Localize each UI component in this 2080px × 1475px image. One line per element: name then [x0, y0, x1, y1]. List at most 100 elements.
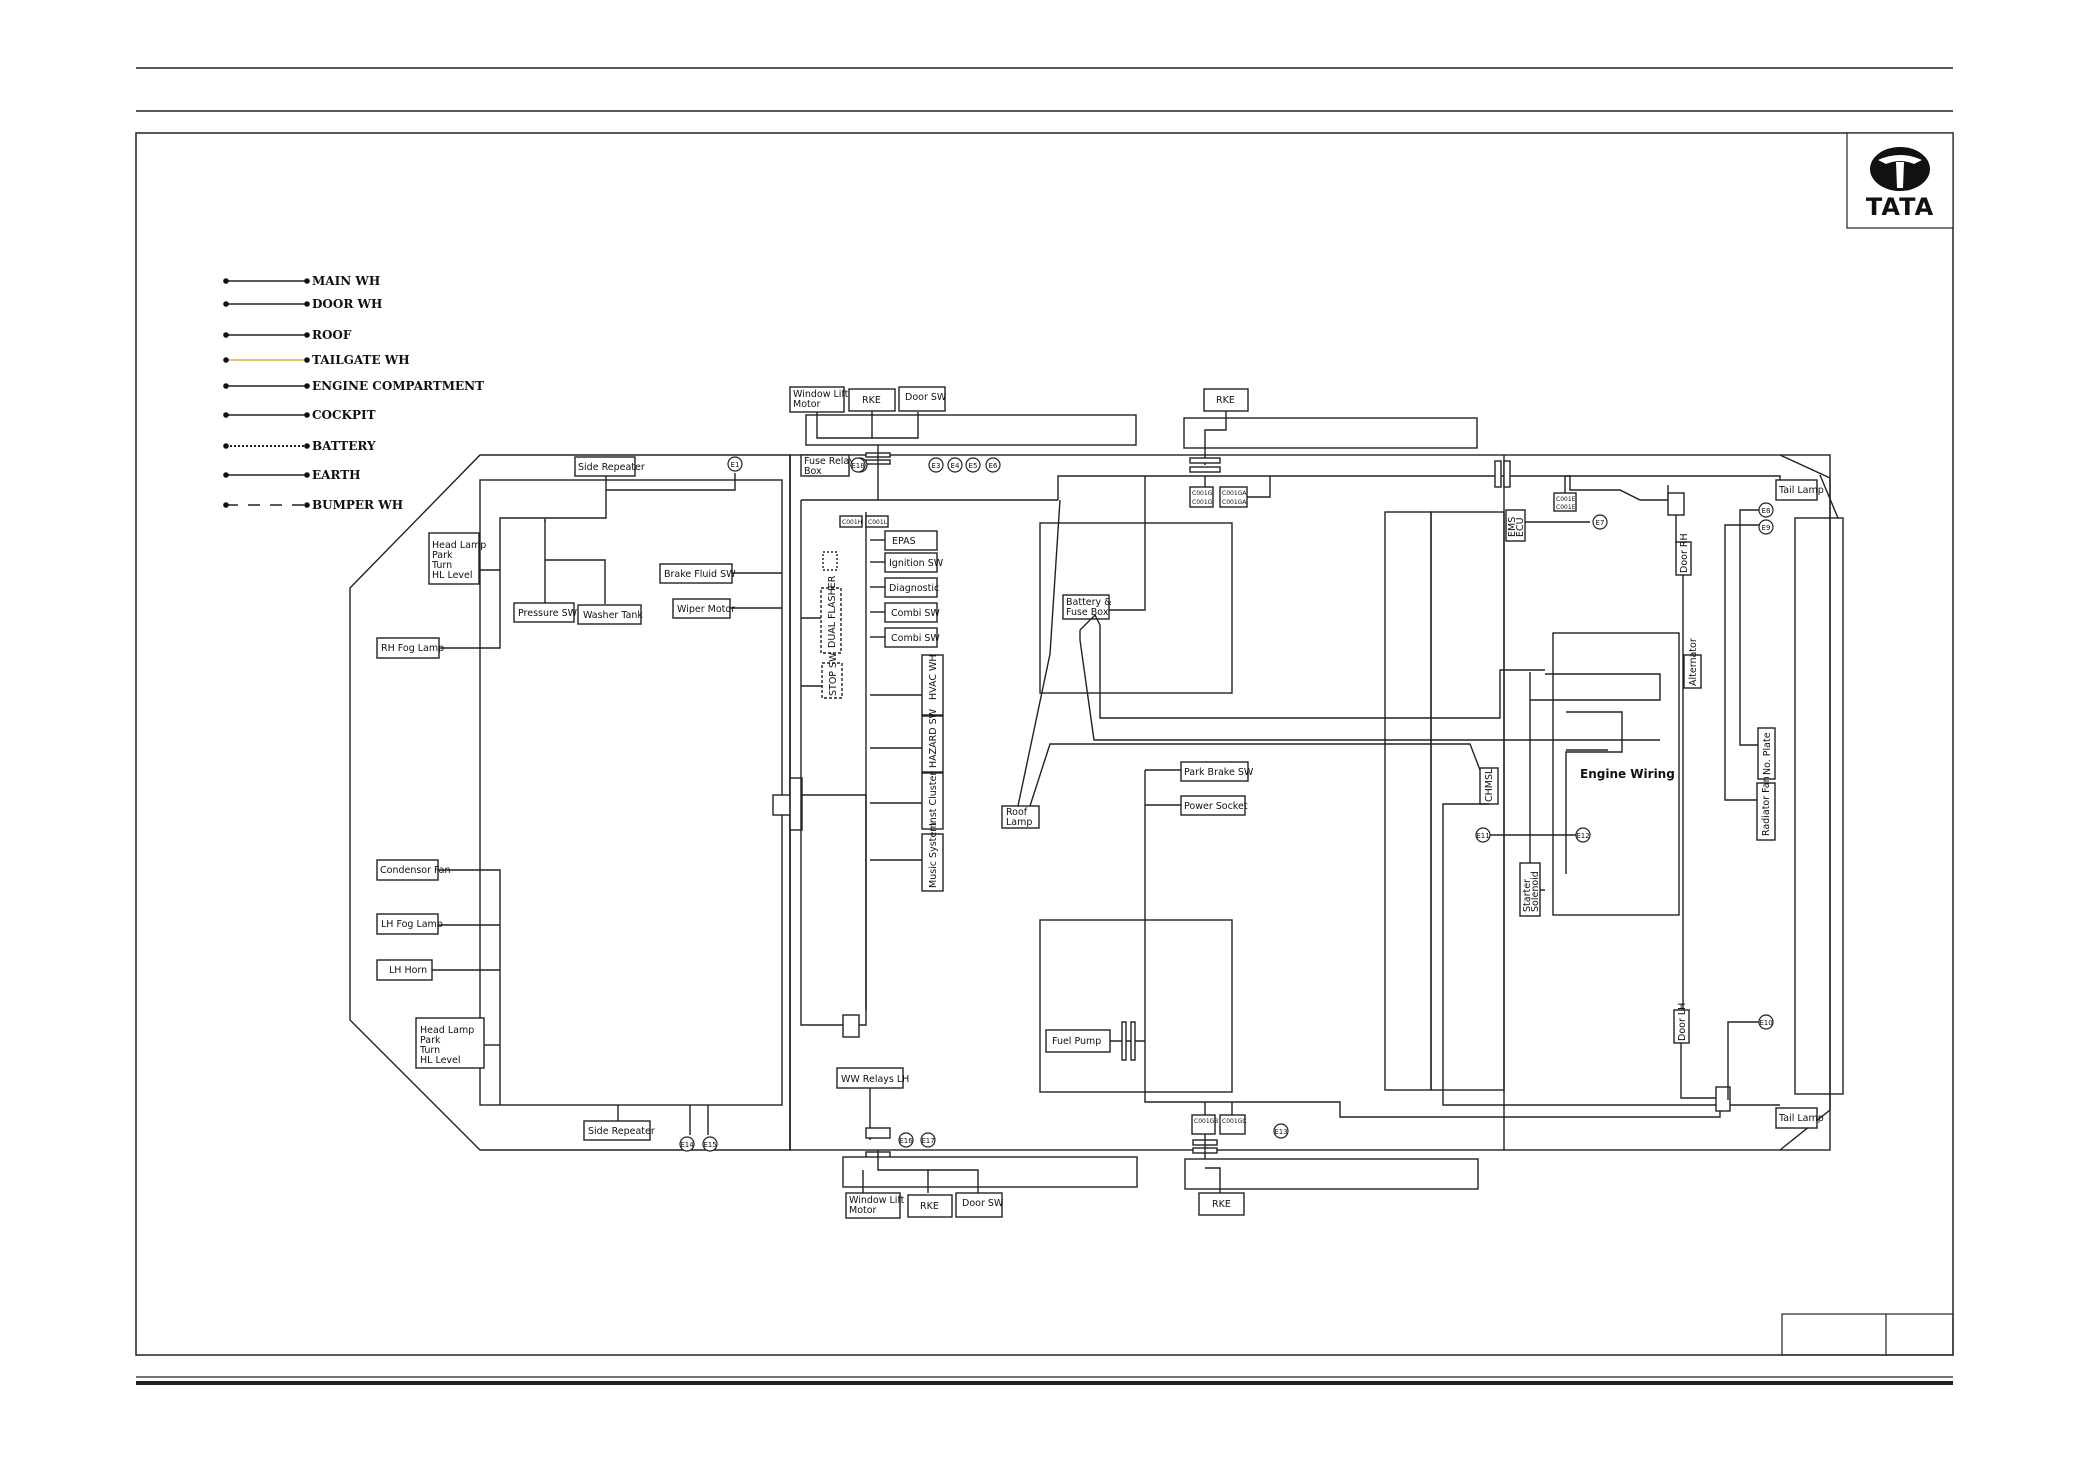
earth-point [1758, 1014, 1774, 1030]
music-system: Music System [921, 823, 944, 892]
svg-text:Engine Wiring: Engine Wiring [1580, 767, 1675, 781]
svg-text:LH Fog Lamp: LH Fog Lamp [381, 919, 443, 930]
earth-point-label: E15 [703, 1141, 716, 1149]
earth-point [965, 457, 981, 473]
earth-point-label: E6 [989, 462, 998, 470]
ww-relays-lh: WW Relays LH [836, 1067, 909, 1089]
svg-text:Condensor Fan: Condensor Fan [380, 865, 451, 876]
window-lift-motor-top: Window Lift Motor [789, 386, 849, 413]
legend-label: ENGINE COMPARTMENT [312, 379, 484, 393]
epas: EPAS [884, 530, 938, 551]
drawing-frame [135, 132, 1954, 1356]
svg-text:Alternator: Alternator [1688, 638, 1699, 686]
svg-text:Motor: Motor [793, 399, 821, 410]
earth-point [702, 1136, 718, 1152]
rh-fog-lamp: RH Fog Lamp [376, 637, 444, 659]
legend-dot [223, 502, 229, 508]
svg-text:Power Socket: Power Socket [1184, 801, 1248, 812]
earth-point-label: E8 [1762, 507, 1771, 515]
wiper-motor: Wiper Motor [672, 598, 735, 619]
earth-point [679, 1136, 695, 1152]
svg-text:Head Lamp: Head Lamp [432, 540, 486, 551]
cabin-outline [789, 454, 1831, 1151]
earth-point-label: E11 [1476, 832, 1489, 840]
svg-text:Roof: Roof [1006, 807, 1028, 818]
hazard-switch: HAZARD SW [921, 708, 944, 773]
svg-text:Turn: Turn [419, 1045, 440, 1056]
tail-lamp-top: Tail Lamp [1775, 479, 1824, 501]
earth-point-label: E18 [851, 462, 864, 470]
svg-text:Fuse Relay: Fuse Relay [804, 456, 855, 467]
svg-text:Window Lift: Window Lift [793, 389, 849, 400]
svg-text:RKE: RKE [1212, 1199, 1231, 1210]
rke-bottom-left: RKE [907, 1194, 953, 1218]
hvac-wh: HVAC WH [921, 654, 944, 716]
earth-point [727, 456, 743, 472]
earth-point-label: E16 [899, 1137, 913, 1145]
legend-item-4: ENGINE COMPARTMENT [223, 379, 484, 393]
rear-seat-area-left [1384, 511, 1432, 1091]
rke-top-left: RKE [848, 388, 896, 412]
legend-label: ROOF [312, 328, 352, 342]
legend-dot [304, 278, 310, 284]
front-door-bottom [842, 1156, 1138, 1188]
earth-point-label: E12 [1576, 832, 1589, 840]
svg-text:RKE: RKE [1216, 395, 1235, 406]
legend-label: TAILGATE WH [312, 353, 410, 367]
svg-text:Motor: Motor [849, 1205, 877, 1216]
svg-text:Combi SW: Combi SW [891, 633, 940, 644]
tata-logo-text: TATA [1866, 193, 1934, 221]
svg-text:Tail Lamp: Tail Lamp [1778, 485, 1824, 496]
legend-dot [304, 301, 310, 307]
diagnostic: Diagnostic [884, 577, 939, 598]
svg-text:Radiator Fan: Radiator Fan [1761, 776, 1772, 836]
earth-point-label: E1 [731, 461, 740, 469]
earth-point-label: E13 [1274, 1128, 1287, 1136]
legend-item-5: COCKPIT [223, 408, 376, 422]
earth-point [898, 1132, 914, 1148]
svg-text:Starter: Starter [1522, 879, 1533, 912]
side-repeater-top: Side Repeater [574, 456, 645, 477]
earth-point-label: E14 [680, 1141, 694, 1149]
legend-dot [223, 357, 229, 363]
svg-text:Door LH: Door LH [1677, 1003, 1688, 1041]
earth-points: E1E2E3E4E5E6E7E8E9E10E11E12E13E14E15E16E… [679, 456, 1774, 1152]
earth-point [1475, 827, 1491, 843]
earth-point [920, 1132, 936, 1148]
svg-text:Side Repeater: Side Repeater [578, 462, 645, 473]
svg-text:STOP SW: STOP SW [828, 652, 839, 696]
earth-point-label: E7 [1596, 519, 1605, 527]
earth-point-label: E4 [951, 462, 960, 470]
svg-text:WW Relays LH: WW Relays LH [841, 1074, 909, 1085]
legend-label: MAIN WH [312, 274, 380, 288]
earth-point [1575, 827, 1591, 843]
svg-text:Park Brake SW: Park Brake SW [1184, 767, 1254, 778]
svg-text:Box: Box [804, 466, 822, 477]
brake-fluid-switch: Brake Fluid SW [659, 563, 736, 584]
lh-horn: LH Horn [376, 959, 433, 981]
svg-text:Door RH: Door RH [1679, 533, 1690, 573]
earth-point [985, 457, 1001, 473]
legend-dot [223, 301, 229, 307]
door-switch-top: Door SW [898, 386, 947, 412]
earth-point [947, 457, 963, 473]
legend-dot [223, 332, 229, 338]
rear-door-bottom [1184, 1158, 1479, 1190]
svg-text:C001E: C001E [1556, 496, 1576, 503]
battery-area [1039, 522, 1233, 694]
svg-text:Tail Lamp: Tail Lamp [1778, 1113, 1824, 1124]
svg-text:Lamp: Lamp [1006, 817, 1032, 828]
tata-logo: TATA [1846, 132, 1954, 229]
legend-label: BUMPER WH [312, 498, 403, 512]
head-lamp-bottom: Head Lamp Park Turn HL Level [415, 1017, 485, 1069]
earth-point [1273, 1123, 1289, 1139]
rke-top-right: RKE [1203, 388, 1249, 412]
head-lamp-top: Head Lamp Park Turn HL Level [428, 532, 486, 585]
svg-text:C001GC: C001GC [1222, 1118, 1246, 1125]
fuel-tank-area [1039, 919, 1233, 1093]
svg-text:Door SW: Door SW [962, 1198, 1004, 1209]
starter-solenoid: Starter Solenoid [1519, 862, 1541, 917]
door-lh: Door LH [1673, 1003, 1690, 1044]
earth-point [1758, 519, 1774, 535]
svg-text:C001GA: C001GA [1222, 499, 1247, 506]
